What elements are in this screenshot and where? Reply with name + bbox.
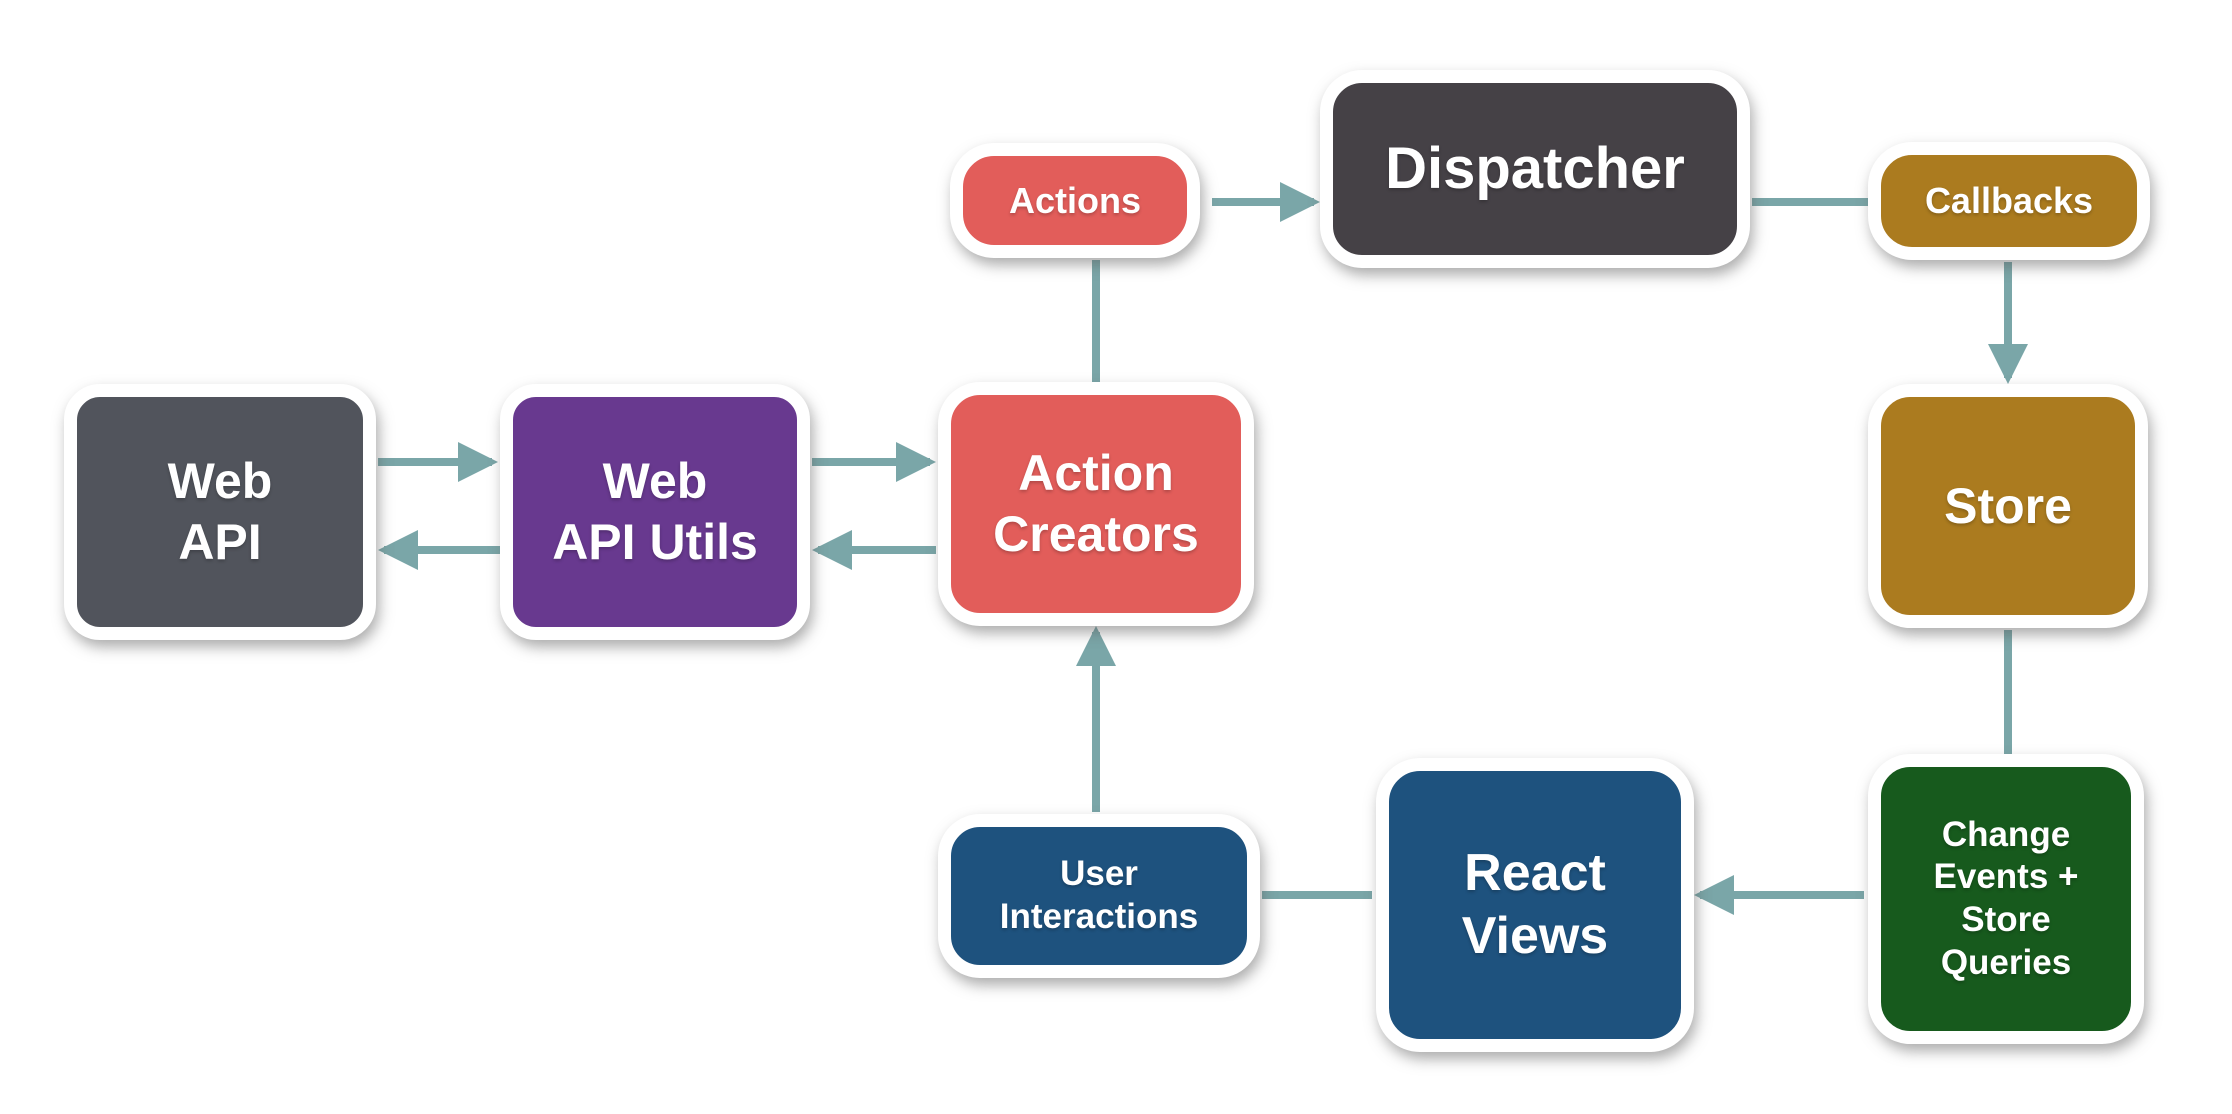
node-callbacks: Callbacks xyxy=(1868,142,2150,260)
node-action-creators: Action Creators xyxy=(938,382,1254,626)
node-actions: Actions xyxy=(950,143,1200,258)
node-dispatcher: Dispatcher xyxy=(1320,70,1750,268)
node-react-views: React Views xyxy=(1376,758,1694,1052)
node-user-interactions: User Interactions xyxy=(938,814,1260,978)
node-web-api: Web API xyxy=(64,384,376,640)
node-web-api-utils: Web API Utils xyxy=(500,384,810,640)
node-store: Store xyxy=(1868,384,2148,628)
node-change-events-store-queries: Change Events + Store Queries xyxy=(1868,754,2144,1044)
